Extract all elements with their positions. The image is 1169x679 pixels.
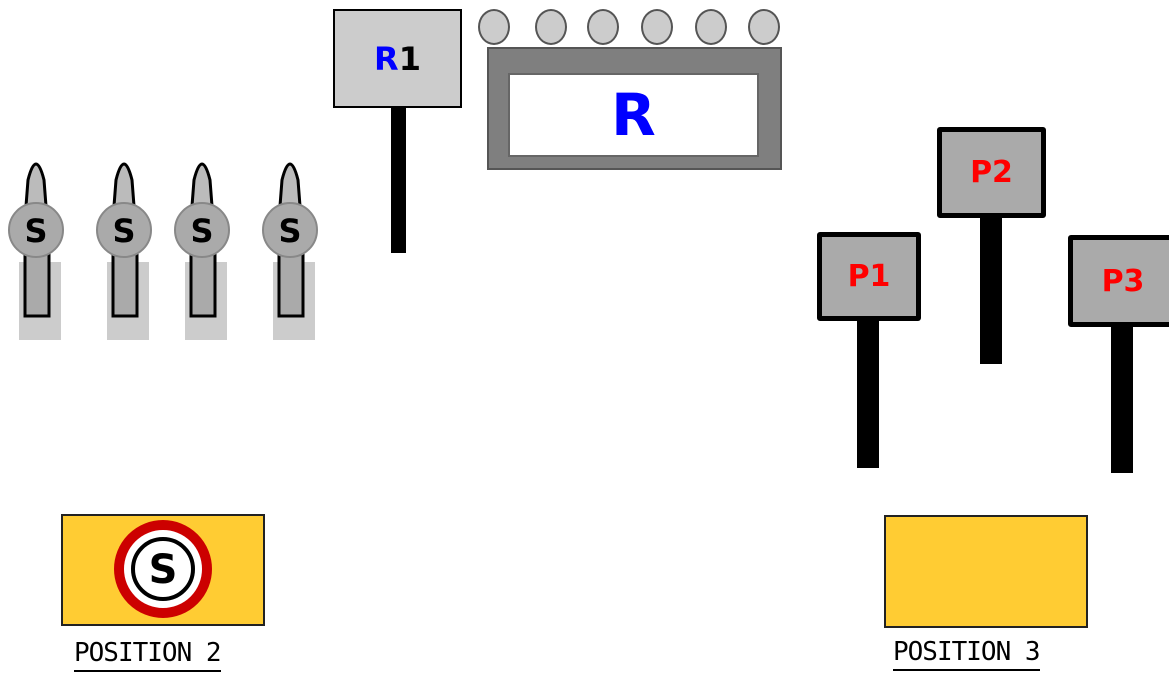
position-3-box	[884, 515, 1088, 628]
position-3-label: POSITION 3	[893, 637, 1041, 671]
soldier-badge: S	[24, 212, 47, 250]
r-display-frame: R	[487, 47, 782, 170]
soldiers-group: S S S S	[8, 162, 318, 340]
position-2-box: S	[61, 514, 265, 626]
sign-p3-label: P3	[1101, 263, 1145, 299]
sign-p2-post	[980, 218, 1002, 364]
soldier-figure: S	[96, 162, 152, 340]
sign-p2: P2	[937, 127, 1046, 218]
soldier-figure: S	[8, 162, 64, 340]
sign-p3: P3	[1068, 235, 1169, 327]
r-display-screen: R	[508, 73, 759, 157]
soldier-figure: S	[174, 162, 230, 340]
sign-r1-suffix: 1	[398, 39, 421, 78]
indicator-light	[748, 9, 780, 45]
sign-r1-prefix: R	[374, 39, 399, 78]
position-2-symbol: S	[149, 547, 178, 593]
soldier-badge: S	[278, 212, 301, 250]
soldier-badge: S	[112, 212, 135, 250]
indicator-light	[535, 9, 567, 45]
position-2-label: POSITION 2	[74, 638, 222, 672]
s-symbol-icon: S	[114, 520, 212, 618]
sign-p1-post	[857, 321, 879, 468]
sign-p1: P1	[817, 232, 921, 321]
soldier-badge: S	[190, 212, 213, 250]
indicator-light	[587, 9, 619, 45]
soldier-figure: S	[262, 162, 318, 340]
sign-p1-label: P1	[847, 259, 891, 294]
r-display-label: R	[611, 81, 656, 149]
sign-p2-label: P2	[970, 155, 1013, 190]
indicator-light	[695, 9, 727, 45]
sign-p3-post	[1111, 327, 1133, 473]
sign-r1-post	[391, 108, 406, 253]
indicator-light	[641, 9, 673, 45]
indicator-light	[478, 9, 510, 45]
